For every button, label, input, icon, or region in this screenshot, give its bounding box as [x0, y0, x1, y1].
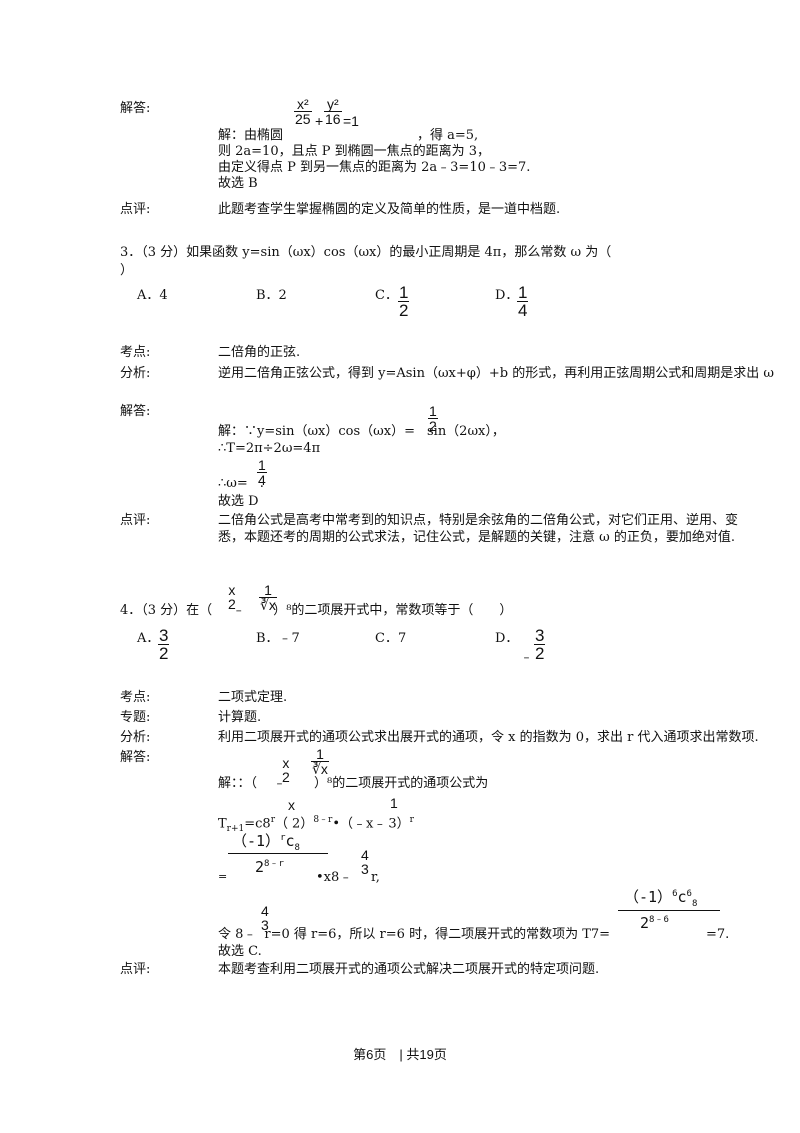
q3-comment-line2: 悉，本题还考的周期的公式求法，记住公式，是解题的关键，注意 ω 的正负，要加绝对…	[218, 530, 735, 545]
q4-solution-line1: 解：：（﹣）⁸的二项展开式的通项公式为	[218, 776, 489, 791]
q3-stem: 3．（3 分）如果函数 y=sin（ωx）cos（ωx）的最小正周期是 4π，那…	[120, 245, 612, 260]
fraction-3-2: 3 2	[534, 626, 546, 663]
q3-solution-line1: 解：∵y=sin（ωx）cos（ωx）=sin（2ωx），	[218, 424, 505, 439]
fraction-1-numerator: 1	[390, 795, 398, 811]
q4-stem: 4．（3 分）在（﹣）⁸的二项展开式中，常数项等于（ ）	[120, 603, 513, 618]
fraction-1-2: 1 2	[398, 283, 410, 320]
q4-kaodian: 二项式定理.	[218, 690, 288, 705]
label-dianping: 点评:	[120, 513, 151, 528]
fraction-denominator: 28﹣6	[640, 914, 669, 932]
q3-option-b: B．2	[256, 288, 287, 303]
q4-solution-line4: 令 8﹣r=0 得 r=6，所以 r=6 时，得二项展开式的常数项为 T7=	[218, 927, 611, 942]
q3-comment-line1: 二倍角公式是高考中常考到的知识点，特别是余弦角的二倍角公式，对它们正用、逆用、变	[218, 513, 739, 528]
q2-solution-line4: 故选 B	[218, 176, 258, 191]
q2-comment: 此题考查学生掌握椭圆的定义及简单的性质，是一道中档题.	[218, 202, 561, 217]
page-footer: 第6页 | 共19页	[353, 1047, 447, 1062]
q4-fenxi: 利用二项展开式的通项公式求出展开式的通项，令 x 的指数为 0，求出 r 代入通…	[218, 730, 759, 745]
fraction-numerator: （-1）6c68	[624, 888, 698, 909]
q3-solution-line2: ∴T=2π÷2ω=4π	[218, 441, 321, 456]
fraction-1-4: 1 4	[517, 283, 529, 320]
q3-fenxi: 逆用二倍角正弦公式，得到 y=Asin（ωx+φ）+b 的形式，再利用正弦周期公…	[218, 366, 774, 381]
q2-solution-line3: 由定义得点 P 到另一焦点的距离为 2a﹣3=10﹣3=7.	[218, 160, 531, 175]
q3-solution-line4: 故选 D	[218, 494, 259, 509]
label-kaodian: 考点:	[120, 345, 151, 360]
q4-option-c: C．7	[375, 631, 407, 646]
fraction-denominator: 28﹣r	[255, 858, 284, 876]
q4-zhuanti: 计算题.	[218, 710, 262, 725]
q4-option-b: B．﹣7	[256, 631, 300, 646]
q2-solution-line1: 解：由椭圆，得 a=5,	[218, 128, 479, 143]
q2-solution-line2: 则 2a=10，且点 P 到椭圆一焦点的距离为 3，	[218, 144, 491, 159]
q4-solution-line3-end: r,	[371, 870, 380, 885]
label-dianping: 点评:	[120, 202, 151, 217]
label-fenxi: 分析:	[120, 730, 151, 745]
q4-solution-line5: 故选 C.	[218, 944, 262, 959]
fraction-x2-25: x² 25	[294, 96, 312, 127]
fraction-x-2: x 2	[282, 755, 290, 785]
q3-option-d: D．	[495, 288, 519, 303]
fraction-3-2: 3 2	[158, 626, 170, 663]
equals-sign: =	[218, 870, 228, 883]
fraction-numerator: （-1）rc8	[232, 832, 300, 853]
label-kaodian: 考点:	[120, 690, 151, 705]
q4-solution-line4-end: =7.	[706, 927, 730, 942]
equals-one: =1	[343, 113, 359, 129]
plus-sign: +	[315, 113, 324, 129]
fraction-x-numerator: x	[288, 797, 295, 813]
label-fenxi: 分析:	[120, 366, 151, 381]
label-dianping: 点评:	[120, 962, 151, 977]
fraction-y2-16: y² 16	[324, 96, 342, 127]
fraction-4-3: 4 3	[361, 847, 369, 877]
q4-solution-line2: Tr+1=c8r（2）8﹣r•（﹣x﹣3）r	[218, 815, 414, 834]
q4-solution-line3: •x8﹣	[316, 870, 353, 885]
fraction-1-2: 1 2	[428, 403, 438, 434]
q3-solution-line3: ∴ω=.	[218, 476, 264, 491]
label-jieda: 解答:	[120, 750, 151, 765]
fraction-bar	[618, 910, 720, 911]
q4-option-d: D．	[495, 631, 519, 646]
q3-option-a: A．4	[137, 288, 168, 303]
label-zhuanti: 专题:	[120, 710, 151, 725]
fraction-1-cbrt-x: 1 ∛x	[311, 746, 329, 777]
fraction-1-4: 1 4	[257, 457, 267, 488]
fraction-x-2: x 2	[228, 582, 236, 612]
q3-stem-end: ）	[120, 263, 134, 278]
q4-option-a: A．	[137, 631, 160, 646]
negative-sign: ﹣	[520, 650, 534, 665]
fraction-bar	[228, 853, 328, 854]
fraction-1-cbrt-x: 1 ∛x	[259, 582, 277, 613]
q4-comment: 本题考查利用二项展开式的通项公式解决二项展开式的特定项问题.	[218, 962, 600, 977]
q3-option-c: C．	[375, 288, 398, 303]
label-jieda: 解答:	[120, 101, 151, 116]
label-jieda: 解答:	[120, 404, 151, 419]
q3-kaodian: 二倍角的正弦.	[218, 345, 301, 360]
fraction-4-3: 4 3	[261, 903, 269, 933]
